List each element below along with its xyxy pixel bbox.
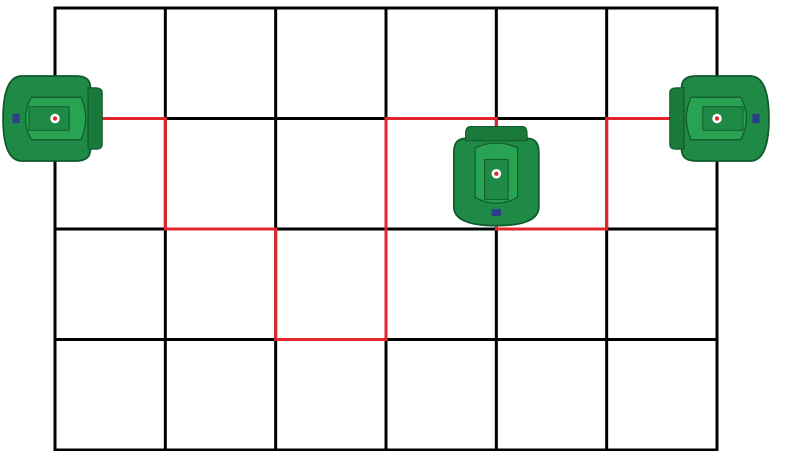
robot-middle-wheeled-robot-icon (454, 127, 539, 226)
robot-start-wheeled-robot-icon (3, 76, 102, 161)
robot-end-wheeled-robot-icon (670, 76, 769, 161)
